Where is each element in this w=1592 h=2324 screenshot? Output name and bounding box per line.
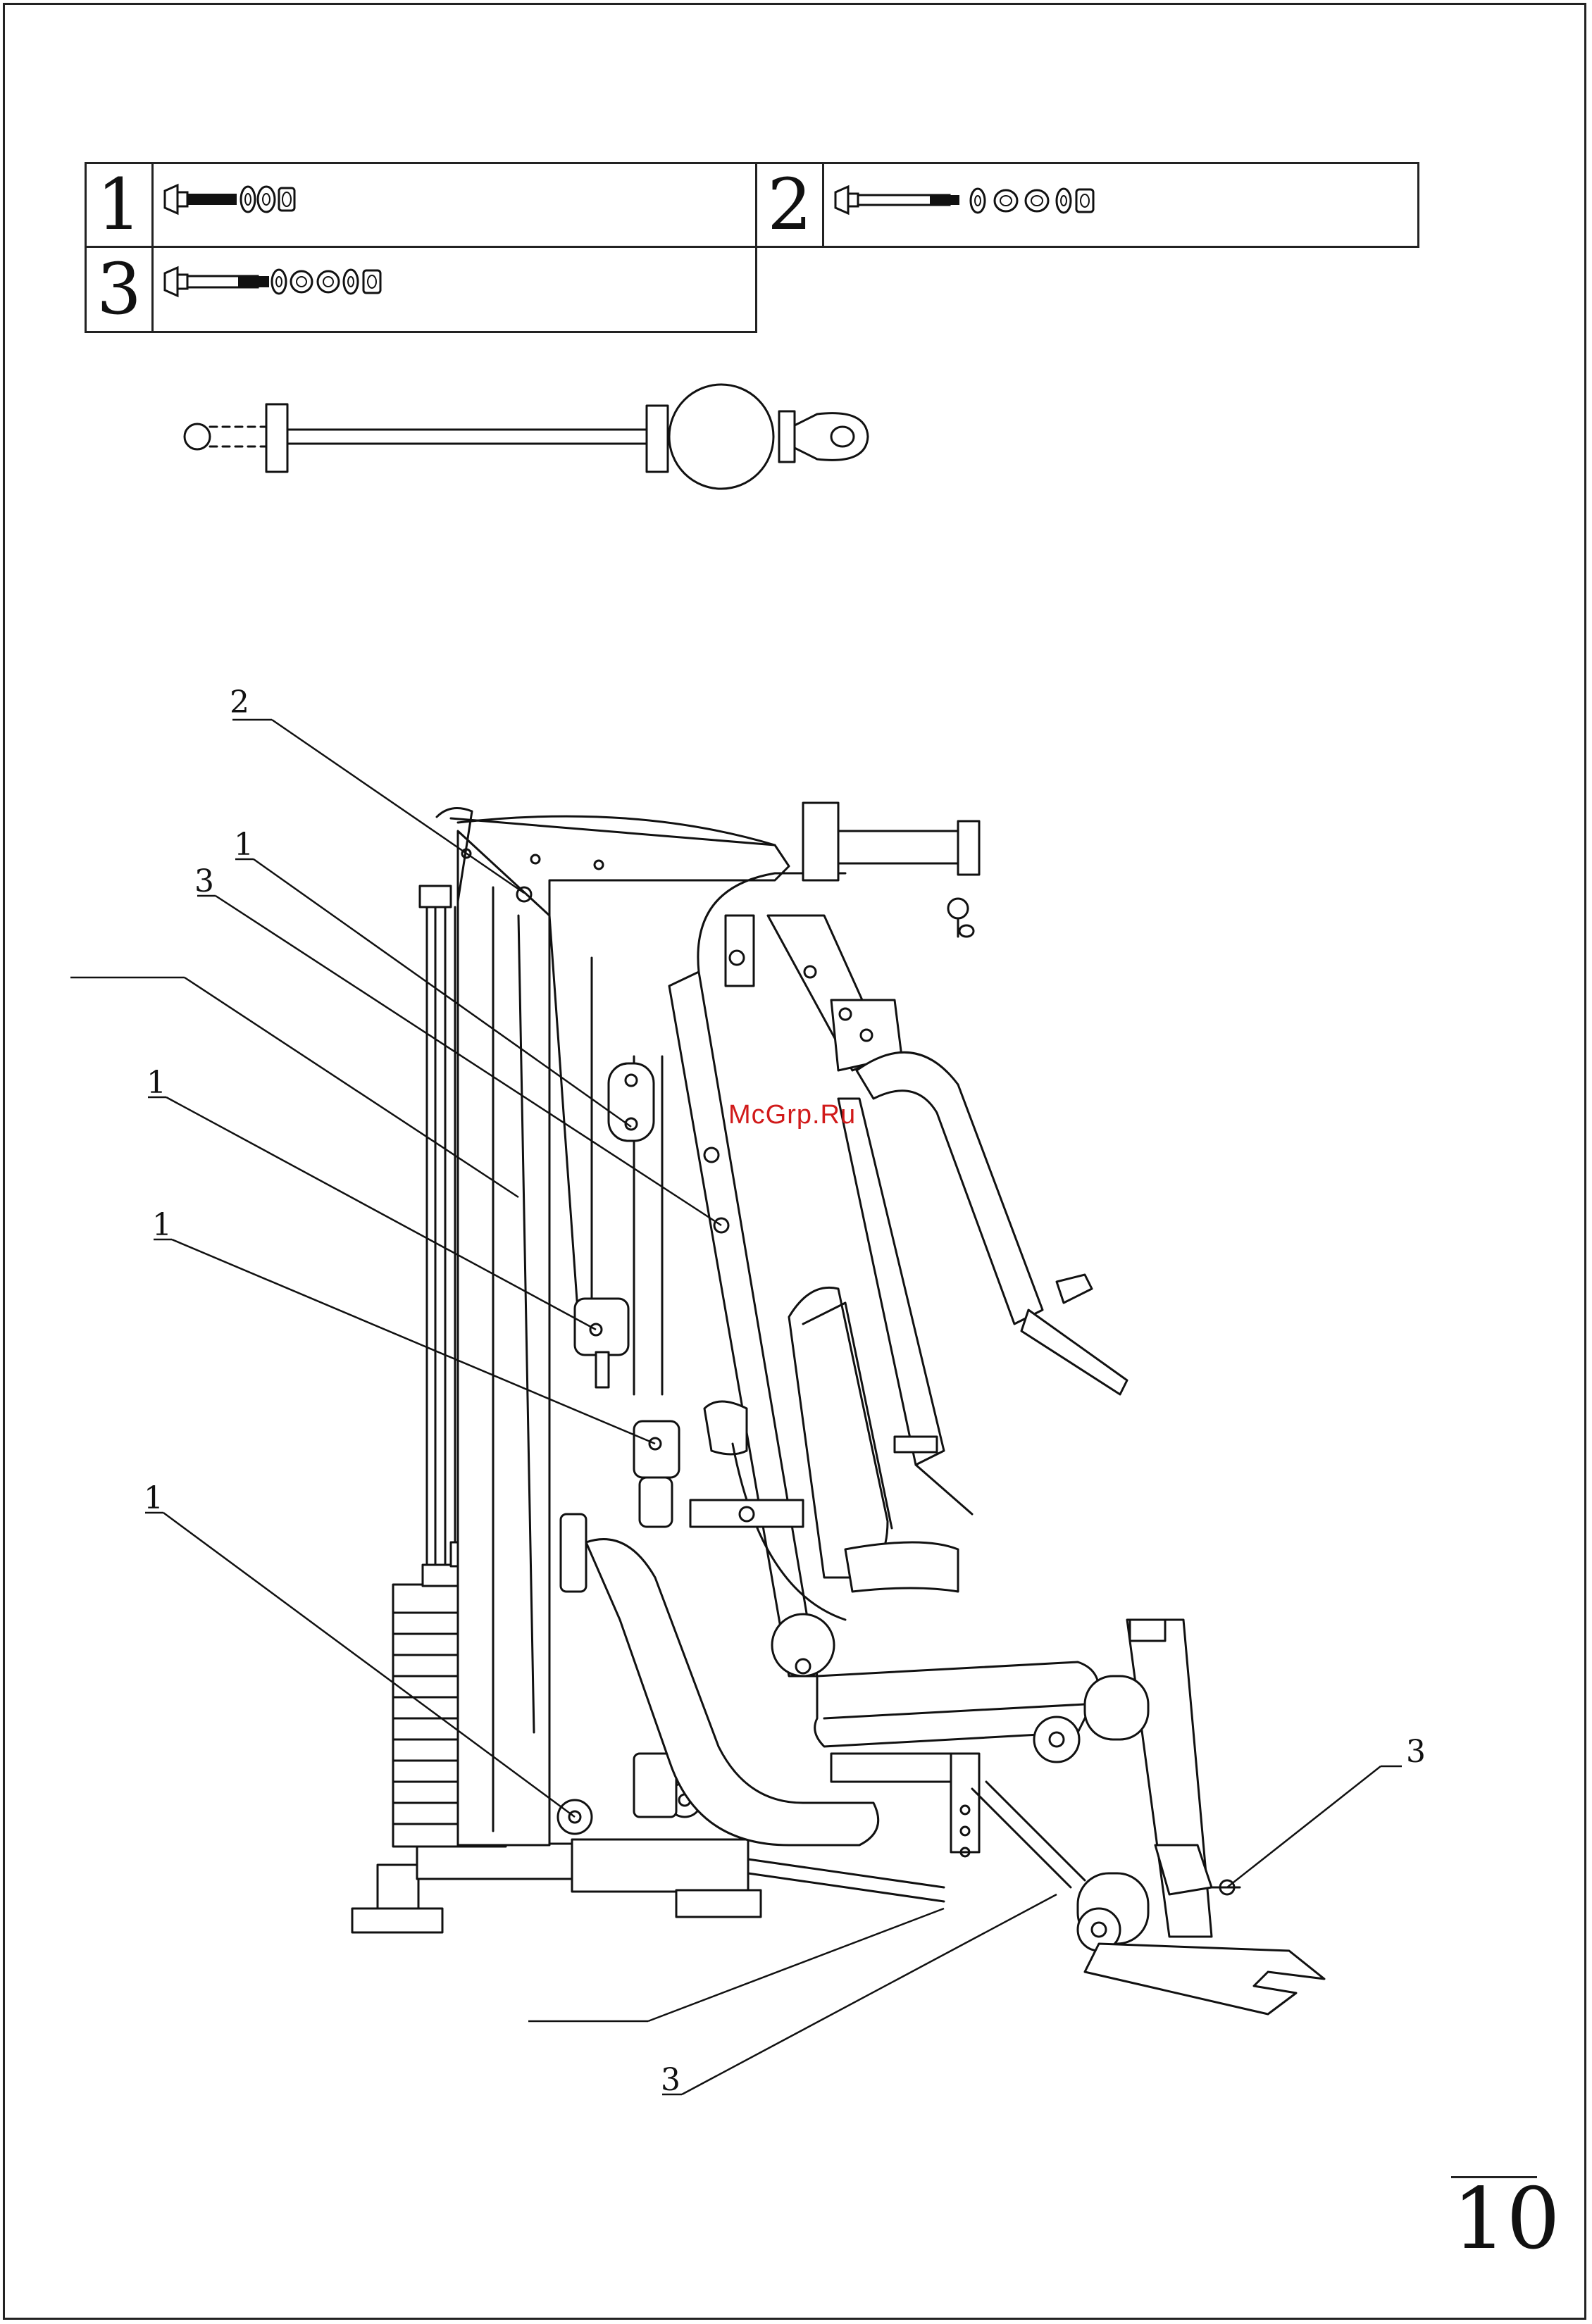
callout-label-1a: 1 bbox=[234, 830, 254, 861]
page-number: 10 bbox=[1453, 2178, 1537, 2262]
watermark: McGrp.Ru bbox=[728, 1100, 856, 1130]
callout-label-3c: 3 bbox=[661, 2065, 680, 2096]
callout-label-3a: 3 bbox=[194, 866, 214, 897]
callout-label-1d: 1 bbox=[144, 1483, 163, 1514]
seat-pad bbox=[815, 1662, 1099, 1887]
cable-assembly-detail bbox=[185, 385, 868, 489]
floor-mat bbox=[1085, 1944, 1324, 2014]
callout-label-1b: 1 bbox=[147, 1068, 166, 1099]
callout-label-2: 2 bbox=[230, 687, 249, 718]
base-frame bbox=[352, 1839, 944, 1932]
callout-label-1c: 1 bbox=[152, 1210, 172, 1241]
guide-rods bbox=[420, 886, 455, 1563]
callout-label-3b: 3 bbox=[1406, 1737, 1426, 1768]
